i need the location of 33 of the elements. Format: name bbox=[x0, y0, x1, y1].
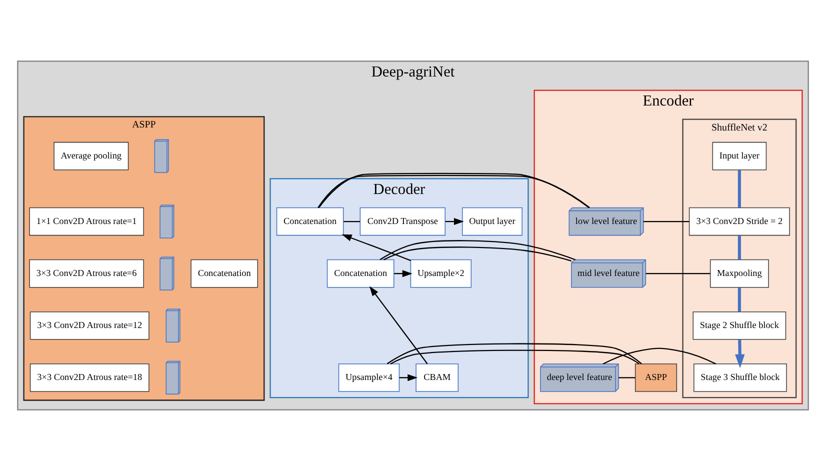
node-box: 3×3 Conv2D Stride = 2 bbox=[688, 206, 790, 236]
node-box: Stage 3 Shuffle block bbox=[694, 363, 787, 392]
node-box: 3×3 Conv2D Atrous rate=18 bbox=[30, 363, 150, 392]
connector bbox=[618, 376, 636, 378]
connector bbox=[318, 172, 590, 208]
arrow bbox=[735, 339, 745, 368]
arrow bbox=[369, 286, 428, 364]
node-box: 3×3 Conv2D Atrous rate=6 bbox=[29, 258, 144, 288]
connector bbox=[738, 170, 741, 208]
connector bbox=[344, 220, 360, 222]
node-box: Upsample×2 bbox=[410, 258, 472, 288]
connector bbox=[602, 347, 716, 364]
connector bbox=[738, 287, 741, 311]
connector bbox=[738, 235, 741, 259]
node-box: ASPP bbox=[634, 363, 678, 392]
connector bbox=[643, 220, 690, 222]
node-box: Concatenation bbox=[190, 258, 258, 288]
node-box: Input layer bbox=[712, 141, 767, 170]
connector bbox=[386, 342, 642, 364]
node-box: Upsample×4 bbox=[338, 363, 400, 392]
node-box: 3×3 Conv2D Atrous rate=12 bbox=[30, 310, 150, 340]
node-box: Concatenation bbox=[276, 206, 344, 236]
arrow bbox=[342, 234, 411, 261]
node-box: 1×1 Conv2D Atrous rate=1 bbox=[29, 206, 144, 236]
node-box: Stage 2 Shuffle block bbox=[692, 310, 786, 340]
node-box: Concatenation bbox=[326, 258, 394, 288]
node-box: Maxpooling bbox=[710, 258, 769, 288]
connector bbox=[646, 272, 710, 274]
node-box: Output layer bbox=[462, 206, 522, 236]
node-box: Conv2D Transpose bbox=[360, 206, 446, 236]
node-box: CBAM bbox=[416, 363, 459, 392]
node-box: Average pooling bbox=[54, 141, 129, 170]
connector bbox=[380, 240, 576, 261]
